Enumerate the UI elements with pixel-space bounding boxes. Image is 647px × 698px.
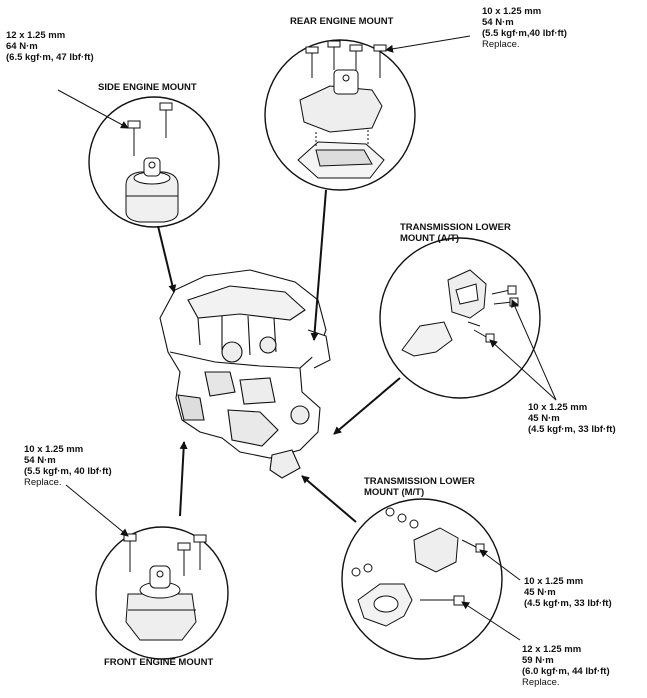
trans-at-spec: 10 x 1.25 mm 45 N·m (4.5 kgf·m, 33 lbf·f… [528, 402, 616, 435]
trans-mt-spec-b-torque-alt: (6.0 kgf·m, 44 lbf·ft) [522, 666, 610, 677]
front-mount-note: Replace. [24, 477, 62, 488]
engine-assembly [159, 269, 331, 479]
front-mount-spec-size: 10 x 1.25 mm [24, 444, 84, 455]
side-mount-spec-size: 12 x 1.25 mm [6, 30, 66, 41]
side-mount-spec-torque-alt: (6.5 kgf·m, 47 lbf·ft) [6, 52, 94, 63]
rear-mount-spec-torque-alt: (5.5 kgf·m,40 lbf·ft) [482, 28, 567, 39]
leader-lines [57, 35, 557, 641]
front-mount-spec-torque: 54 N·m [24, 455, 56, 466]
side-mount-spec-torque: 64 N·m [6, 41, 38, 52]
trans-mt-spec-a: 10 x 1.25 mm 45 N·m (4.5 kgf·m, 33 lbf·f… [524, 576, 612, 609]
front-mount-detail [123, 533, 207, 641]
trans-at-spec-torque-alt: (4.5 kgf·m, 33 lbf·ft) [528, 424, 616, 435]
trans-mt-title: TRANSMISSION LOWER MOUNT (M/T) [364, 476, 475, 498]
trans-mt-note-b: Replace. [522, 677, 560, 688]
trans-at-spec-torque: 45 N·m [528, 413, 560, 424]
trans-mt-spec-a-size: 10 x 1.25 mm [524, 576, 584, 587]
rear-mount-title: REAR ENGINE MOUNT [290, 16, 394, 27]
rear-mount-spec-torque: 54 N·m [482, 17, 514, 28]
detail-circles [88, 39, 541, 660]
trans-mt-detail [351, 507, 485, 627]
trans-at-title-line1: TRANSMISSION LOWER [400, 222, 511, 233]
side-mount-spec: 12 x 1.25 mm 64 N·m (6.5 kgf·m, 47 lbf·f… [6, 30, 94, 63]
trans-at-detail [401, 269, 519, 357]
rear-mount-detail [297, 40, 387, 179]
side-mount-title: SIDE ENGINE MOUNT [98, 82, 197, 93]
assembly-arrows [157, 189, 401, 523]
trans-mt-title-line2: MOUNT (M/T) [364, 487, 425, 498]
front-mount-spec-torque-alt: (5.5 kgf·m, 40 lbf·ft) [24, 466, 112, 477]
side-mount-detail [125, 102, 179, 223]
rear-mount-spec-size: 10 x 1.25 mm [482, 6, 542, 17]
trans-mt-spec-b: 12 x 1.25 mm 59 N·m (6.0 kgf·m, 44 lbf·f… [522, 644, 610, 688]
trans-mt-spec-a-torque: 45 N·m [524, 587, 556, 598]
rear-mount-spec: 10 x 1.25 mm 54 N·m (5.5 kgf·m,40 lbf·ft… [482, 6, 567, 50]
trans-mt-spec-a-torque-alt: (4.5 kgf·m, 33 lbf·ft) [524, 598, 612, 609]
trans-at-title-line2: MOUNT (A/T) [400, 233, 460, 244]
trans-mt-spec-b-torque: 59 N·m [522, 655, 554, 666]
front-mount-spec: 10 x 1.25 mm 54 N·m (5.5 kgf·m, 40 lbf·f… [24, 444, 112, 488]
rear-mount-note: Replace. [482, 39, 520, 50]
trans-mt-spec-b-size: 12 x 1.25 mm [522, 644, 582, 655]
trans-mt-title-line1: TRANSMISSION LOWER [364, 476, 475, 487]
front-mount-title: FRONT ENGINE MOUNT [104, 657, 214, 668]
trans-at-title: TRANSMISSION LOWER MOUNT (A/T) [400, 222, 511, 244]
trans-at-spec-size: 10 x 1.25 mm [528, 402, 588, 413]
